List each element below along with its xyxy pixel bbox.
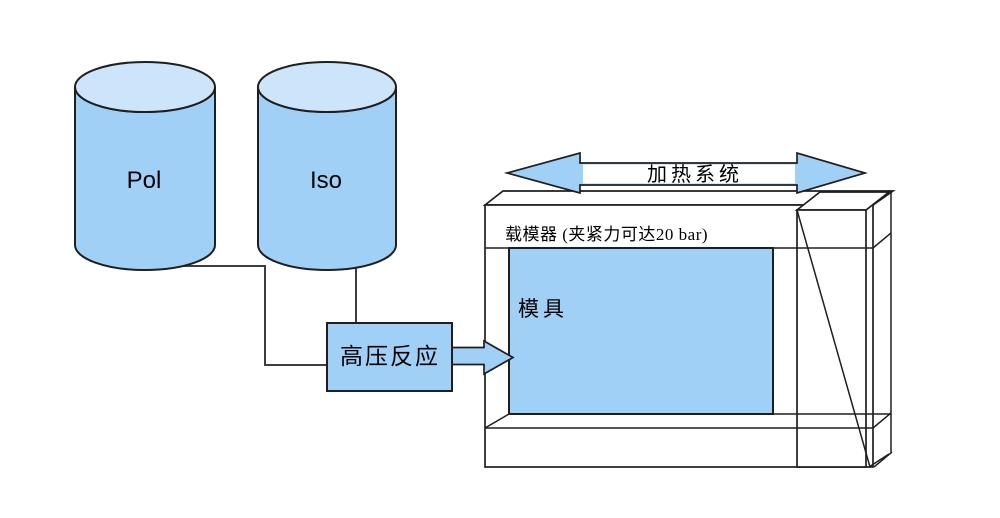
pol-tank-top (74, 61, 216, 113)
pol-connector-line (145, 265, 327, 366)
heating-label: 加热系统 (647, 163, 743, 186)
feed-arrow (451, 339, 515, 376)
reaction-box-shape (326, 322, 453, 392)
reaction-box-label: 高压反应 (340, 344, 440, 369)
iso-tank: Iso (257, 61, 397, 271)
carrier-band-bevel (872, 232, 892, 249)
heating-arrow: 加热系统 (503, 151, 869, 195)
iso-tank-top (257, 61, 397, 113)
pol-tank: Pol (74, 61, 216, 271)
carrier-corner-bevel-2 (873, 451, 893, 468)
pol-tank-label: Pol (127, 167, 162, 194)
iso-tank-label: Iso (310, 167, 342, 194)
carrier-bottom-right-bevel (872, 412, 892, 429)
carrier-bottom-left-bevel (484, 413, 510, 429)
carrier-column-diagonal (796, 209, 871, 468)
carrier-column-front-face (796, 209, 867, 468)
mold-carrier-label: 载模器 (夹紧力可达20 bar) (505, 225, 708, 244)
carrier-corner-bevel-1 (868, 453, 890, 468)
mold-area (508, 247, 774, 415)
mold-carrier-structure: 载模器 (夹紧力可达20 bar) 模具 (482, 190, 896, 468)
heating-label-mask (583, 164, 795, 184)
high-pressure-reaction-box: 高压反应 (326, 322, 453, 392)
mold-label: 模具 (518, 297, 568, 321)
